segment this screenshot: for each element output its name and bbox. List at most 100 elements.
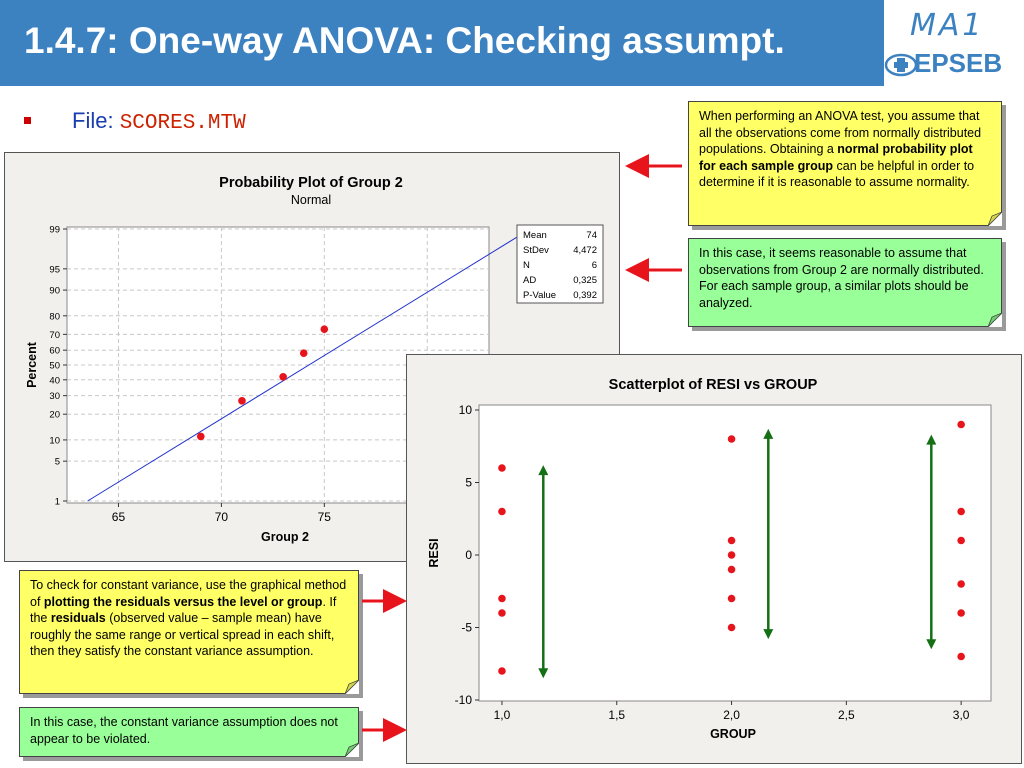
data-point [279,373,287,381]
stats-value: 74 [586,230,597,241]
y-tick-label: 90 [49,286,60,297]
header-bar: 1.4.7: One-way ANOVA: Checking assumpt. [0,0,884,86]
note-fold-icon [345,743,359,757]
data-point [727,623,736,632]
spread-arrow-head-down [538,668,549,679]
data-point [498,609,506,617]
note-variance-bold-2: residuals [50,611,106,625]
file-line: File: SCORES.MTW [72,108,246,135]
x-tick-label: 1,5 [608,708,625,722]
note-variance-text-2: . If the [30,594,337,626]
data-point [320,325,329,333]
note-variance-text-3: (observed value – sample mean) have roug… [30,611,335,658]
y-tick-label: 70 [49,330,60,341]
note-normality-bold: normal probability plot for each sample … [699,142,973,173]
chart-title: Probability Plot of Group 2 [219,175,403,191]
note-group2-text: In this case, it seems reasonable to ass… [699,246,984,310]
x-tick-label: 65 [112,510,126,524]
y-tick-label: 10 [49,435,60,446]
x-tick-label: 75 [318,510,332,524]
plot-area [478,404,992,702]
y-axis-label: Percent [25,341,39,388]
logo-text-bottom: EPSEB [914,48,1003,78]
stats-label: Mean [523,230,547,241]
file-name: SCORES.MTW [119,112,246,135]
data-point [727,565,736,574]
data-point [498,667,506,675]
page-title: 1.4.7: One-way ANOVA: Checking assumpt. [24,20,785,61]
x-axis-label: Group 2 [261,530,309,544]
note-conclusion-text: In this case, the constant variance assu… [30,715,338,746]
x-tick-label: 70 [215,510,229,524]
y-tick-label: 50 [49,361,60,372]
y-tick-label: 95 [49,264,60,275]
data-point [957,609,965,617]
logo-text-top: MA1 [910,8,985,43]
stats-value: 0,392 [573,290,597,301]
data-point [498,594,506,603]
y-tick-label: 80 [49,311,60,322]
spread-arrow-head-down [763,629,774,640]
stats-value: 6 [592,260,597,271]
stats-label: StDev [523,245,549,256]
x-tick-label: 2,0 [723,708,740,722]
data-point [957,652,965,661]
data-point [957,507,965,516]
y-tick-label: 30 [49,391,60,402]
x-tick-label: 3,0 [953,708,970,722]
y-tick-label: -10 [455,693,473,707]
data-point [957,580,965,588]
note-variance: To check for constant variance, use the … [19,570,359,694]
stats-value: 0,325 [573,275,597,286]
data-point [197,432,205,441]
fitted-line [87,228,531,502]
chart-title: Scatterplot of RESI vs GROUP [609,377,818,393]
y-tick-label: 20 [49,410,60,421]
note-fold-icon [988,313,1002,327]
note-normality-text-1: When performing an ANOVA test, you assum… [699,109,982,156]
chart-subtitle: Normal [291,193,331,207]
spread-arrow-head-up [926,434,937,445]
stats-label: AD [523,275,536,286]
data-point [957,536,965,545]
note-group2: In this case, it seems reasonable to ass… [688,238,1002,327]
y-tick-label: 40 [49,375,60,386]
y-tick-label: 1 [55,497,60,508]
logo: MA1 EPSEB [884,0,1024,86]
data-point [957,420,965,429]
note-conclusion: In this case, the constant variance assu… [19,707,359,757]
data-point [498,507,506,516]
note-variance-bold-1: plotting the residuals versus the level … [43,594,323,609]
bullet-icon [24,117,31,124]
note-normality-text-2: can be helpful in order to determine if … [699,158,975,190]
file-label: File: [72,108,114,133]
stats-box [516,224,604,304]
school-logo-icon [884,53,918,77]
x-axis-label: GROUP [710,727,756,741]
spread-arrow-head-up [538,465,549,476]
x-tick-label: 2,5 [838,708,855,722]
y-tick-label: 10 [459,403,473,417]
note-variance-text-1: To check for constant variance, use the … [30,578,347,609]
y-tick-label: 60 [49,346,60,357]
y-tick-label: 5 [55,457,60,468]
note-normality: When performing an ANOVA test, you assum… [688,101,1002,226]
data-point [727,435,736,443]
spread-arrow-head-up [763,428,774,439]
residual-scatterplot: Scatterplot of RESI vs GROUP-10-505101,0… [427,377,992,741]
spread-arrow-head-down [926,639,937,650]
stats-value: 4,472 [573,245,597,256]
note-fold-icon [345,680,359,694]
y-tick-label: 0 [465,548,472,562]
data-point [727,594,736,603]
stats-label: P-Value [523,290,556,301]
data-point [727,551,736,559]
y-tick-label: 5 [465,476,472,490]
y-tick-label: 99 [49,225,60,236]
y-axis-label: RESI [427,538,441,567]
data-point [238,397,246,405]
data-point [498,464,506,472]
note-fold-icon [988,212,1002,226]
data-point [727,536,736,545]
